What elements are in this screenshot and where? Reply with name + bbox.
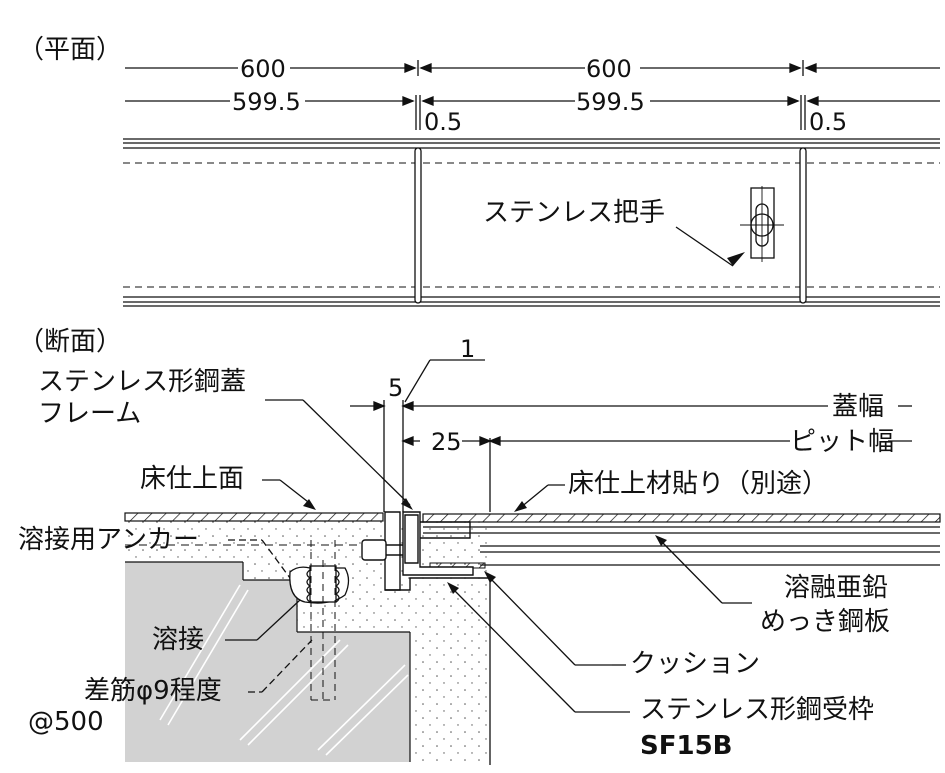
cover-width-label: 蓋幅 — [832, 392, 884, 422]
section-dim-lines — [350, 359, 912, 512]
weld-anchor-icon — [289, 565, 350, 604]
floor-finish-leader — [514, 484, 565, 512]
section-view: （断面） — [18, 327, 941, 765]
dim-5: 5 — [388, 374, 403, 402]
handle-leader — [675, 226, 745, 267]
cover-frame-label-line1: ステンレス形鋼蓋 — [38, 367, 246, 397]
rebar-label-line2: @500 — [28, 707, 104, 737]
stainless-handle-icon — [740, 186, 784, 262]
cushion-label: クッション — [630, 649, 760, 679]
section-title: （断面） — [18, 327, 122, 357]
dim-25: 25 — [431, 428, 462, 456]
galvanized-label-line2: めっき鋼板 — [760, 607, 890, 637]
dimension-600-row — [125, 63, 940, 73]
galvanized-label-line1: 溶融亜鉛 — [784, 573, 888, 603]
dim-600-right: 600 — [586, 55, 632, 83]
dim-5995-right: 599.5 — [576, 88, 645, 116]
floor-finish-right — [422, 513, 941, 569]
pit-width-label: ピット幅 — [790, 427, 894, 457]
dim-5995-left: 599.5 — [232, 88, 301, 116]
receiver-label: ステンレス形鋼受枠 — [640, 695, 874, 725]
dim-05-left: 0.5 — [424, 108, 462, 136]
handle-label: ステンレス把手 — [483, 198, 665, 228]
galvanized-leader — [655, 535, 752, 604]
weld-leader — [225, 599, 301, 641]
weld-label: 溶接 — [152, 625, 204, 655]
rebar-dashed — [310, 540, 336, 701]
floor-finish-left — [124, 512, 384, 522]
stainless-cover-frame — [361, 511, 490, 591]
dim-05-right: 0.5 — [809, 108, 847, 136]
dim-600-left: 600 — [240, 55, 286, 83]
cover-frame-label-line2: フレーム — [38, 399, 141, 429]
dimension-5995-row — [125, 60, 940, 130]
cover-frame-leader — [265, 399, 413, 510]
receiver-leader — [447, 582, 630, 713]
anchor-leader — [228, 539, 291, 579]
plan-title: （平面） — [18, 35, 122, 65]
panel-joints — [414, 147, 807, 304]
floor-top-label: 床仕上面 — [140, 464, 244, 494]
plan-view: （平面） 600 600 — [18, 35, 940, 307]
model-label: SF15B — [640, 731, 733, 761]
anchor-label: 溶接用アンカー — [18, 525, 199, 555]
dim-1: 1 — [460, 335, 475, 363]
galvanized-plate — [423, 526, 940, 566]
floor-finish-label: 床仕上材貼り（別途） — [568, 469, 828, 499]
concrete-body — [125, 520, 491, 765]
rebar-label-line1: 差筋φ9程度 — [84, 676, 222, 706]
cushion-leader — [484, 571, 626, 666]
floor-top-leader — [262, 479, 316, 510]
rebar-leader — [248, 639, 313, 693]
